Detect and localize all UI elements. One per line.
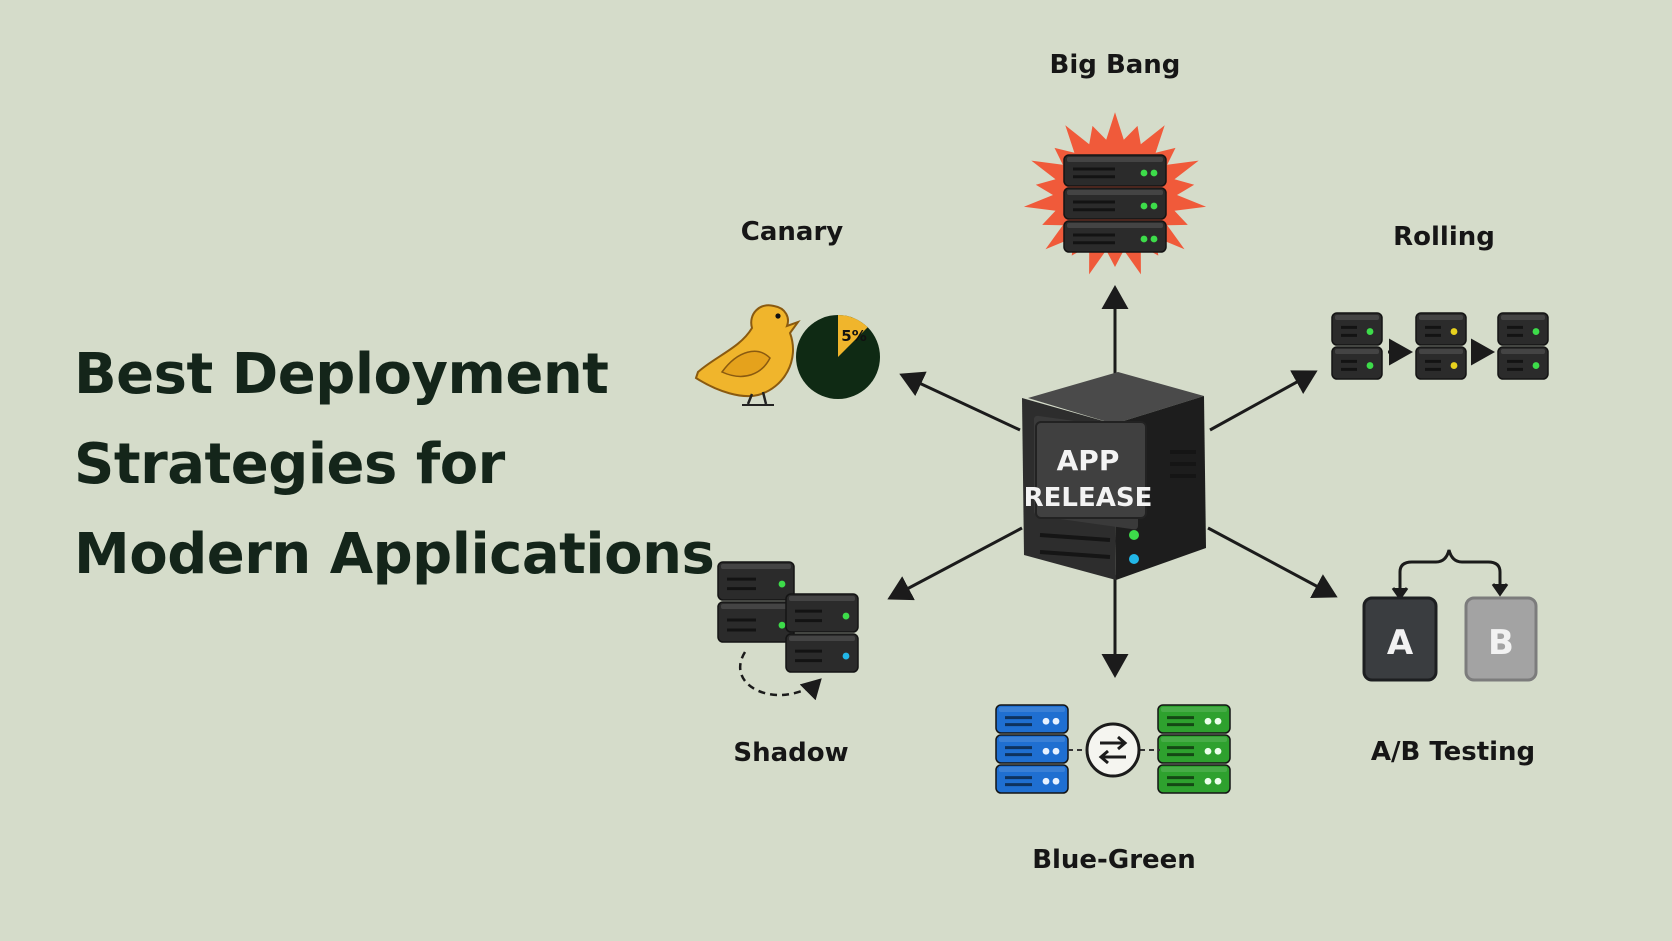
status-led (1052, 717, 1060, 725)
variant-a-box: A (1362, 596, 1438, 682)
primary-server-unit (717, 561, 795, 601)
primary-server-unit (717, 601, 795, 643)
big-bang-server-unit (1063, 220, 1167, 253)
status-led-green (1129, 530, 1139, 540)
page-title: Best Deployment Strategies for Modern Ap… (74, 330, 715, 600)
status-led (1204, 717, 1212, 725)
arrow-to-ab-testing (1207, 526, 1338, 598)
app-release-server: APP RELEASE (1022, 372, 1206, 580)
rolling-server (1497, 312, 1549, 380)
shadow-mirror-arrow (738, 651, 822, 701)
status-led (1052, 777, 1060, 785)
status-led (1366, 328, 1374, 335)
rolling-servers (1331, 312, 1549, 380)
connector-arrows (887, 285, 1338, 678)
blue-server-unit (995, 704, 1069, 734)
rolling-server-unit (1415, 312, 1467, 346)
rolling-server (1331, 312, 1383, 380)
status-led (1042, 777, 1050, 785)
green-server-unit (1157, 734, 1231, 764)
status-led (1450, 328, 1458, 335)
shadow-label: Shadow (733, 738, 848, 768)
swap-icon (1085, 722, 1141, 778)
rolling-server-unit (1331, 346, 1383, 380)
center-label-line-2: RELEASE (1024, 483, 1153, 513)
big-bang-icon (1023, 112, 1207, 275)
rolling-server-unit (1497, 346, 1549, 380)
status-led (1150, 235, 1158, 243)
variant-b-box: B (1464, 596, 1538, 682)
shadow-server (785, 593, 859, 673)
green-environment (1157, 704, 1231, 794)
shadow-server-unit (785, 593, 859, 633)
status-led (1204, 777, 1212, 785)
ab-split-brace (1391, 549, 1509, 601)
arrow-to-shadow (887, 526, 1023, 601)
center-label-line-1: APP (1057, 444, 1120, 477)
big-bang-server-unit (1063, 154, 1167, 187)
shadow-servers (717, 561, 859, 673)
green-server-unit (1157, 704, 1231, 734)
status-led (1214, 777, 1222, 785)
title-line-1: Best Deployment (74, 342, 609, 407)
status-led (842, 652, 850, 660)
blue-green-label: Blue-Green (1032, 845, 1196, 875)
status-led (1532, 328, 1540, 335)
canary-traffic-pie: 5% (796, 315, 880, 399)
rolling-server-unit (1415, 346, 1467, 380)
status-led (1140, 202, 1148, 210)
status-led (1140, 169, 1148, 177)
status-led (1042, 747, 1050, 755)
canary-percent-label: 5% (841, 327, 866, 345)
status-led (1150, 202, 1158, 210)
status-led (1204, 747, 1212, 755)
rolling-server-unit (1331, 312, 1383, 346)
title-line-2: Strategies for (74, 432, 505, 497)
rolling-label: Rolling (1393, 222, 1495, 252)
status-led (778, 580, 786, 588)
status-led (1214, 717, 1222, 725)
status-led (1450, 362, 1458, 369)
blue-server-unit (995, 734, 1069, 764)
status-led (778, 621, 786, 629)
variant-a-label: A (1387, 623, 1414, 663)
ab-testing-label: A/B Testing (1371, 737, 1535, 767)
status-led (1366, 362, 1374, 369)
status-led (1140, 235, 1148, 243)
green-server-unit (1157, 764, 1231, 794)
status-led (1042, 717, 1050, 725)
shadow-server-unit (785, 633, 859, 673)
canary-bird-icon (694, 304, 801, 406)
rolling-server-unit (1497, 312, 1549, 346)
title-line-3: Modern Applications (74, 522, 715, 587)
arrow-to-rolling (1209, 370, 1318, 432)
status-led (842, 612, 850, 620)
status-led (1150, 169, 1158, 177)
canary-label: Canary (741, 217, 844, 247)
variant-b-label: B (1488, 623, 1514, 663)
pie-canary-slice (838, 315, 868, 357)
arrow-to-canary (899, 371, 1021, 432)
big-bang-label: Big Bang (1050, 50, 1181, 80)
status-led (1214, 747, 1222, 755)
blue-environment (995, 704, 1069, 794)
status-led (1052, 747, 1060, 755)
status-led-cyan (1129, 554, 1139, 564)
rolling-server (1415, 312, 1467, 380)
blue-server-unit (995, 764, 1069, 794)
big-bang-server-unit (1063, 187, 1167, 220)
status-led (1532, 362, 1540, 369)
primary-server (717, 561, 795, 643)
